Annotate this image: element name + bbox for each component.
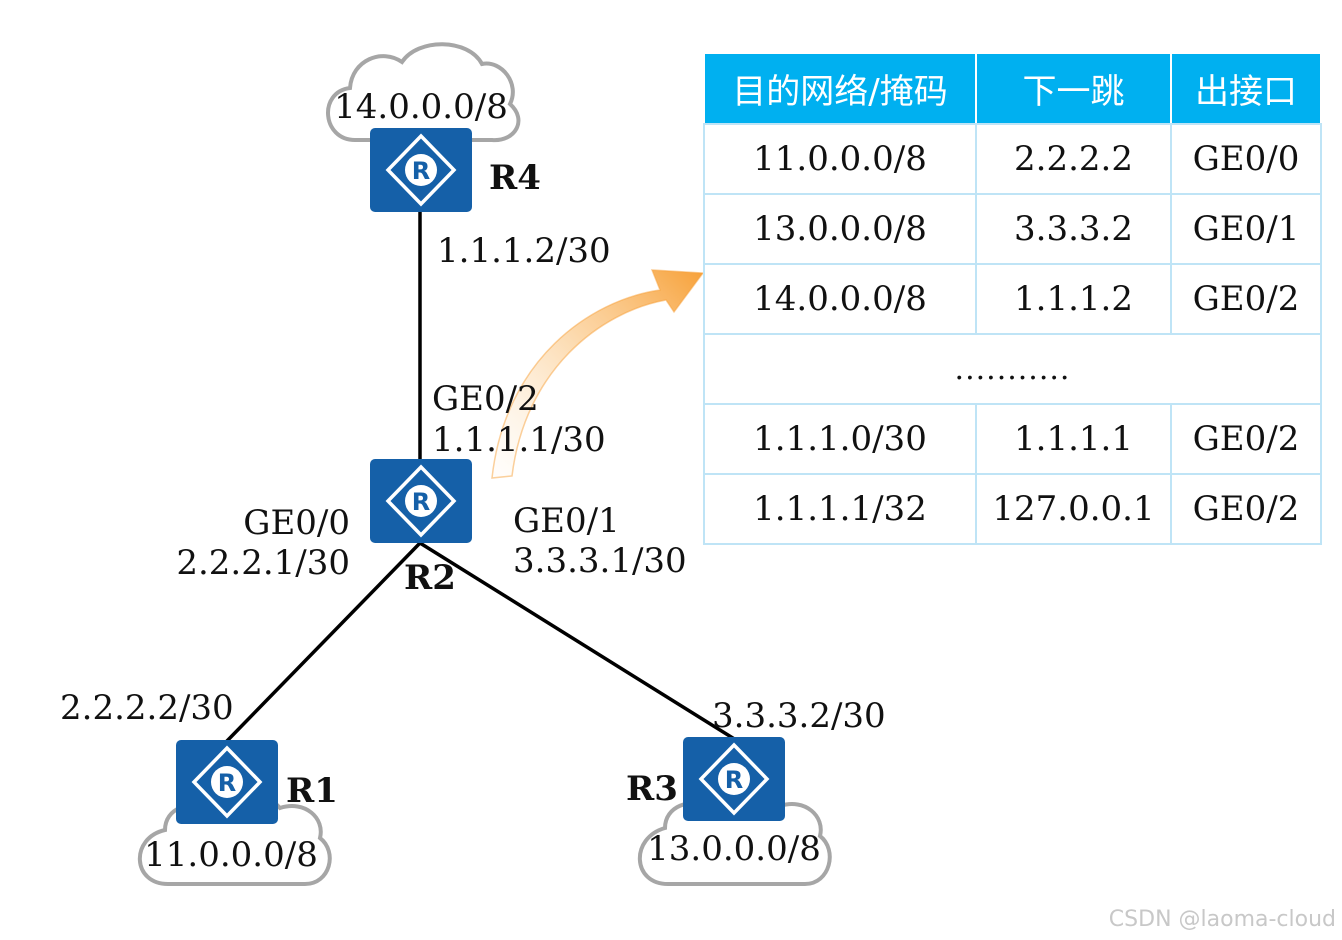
cell-interface: GE0/2 xyxy=(1170,263,1322,335)
link-r2-r1 xyxy=(224,541,422,744)
arrow-icon xyxy=(491,269,705,479)
router-name-r4: R4 xyxy=(489,158,541,198)
cell-next-hop: 2.2.2.2 xyxy=(975,123,1172,195)
cell-destination: 1.1.1.1/32 xyxy=(703,473,977,545)
cell-destination: 1.1.1.0/30 xyxy=(703,403,977,475)
cloud-label-r4: 14.0.0.0/8 xyxy=(334,87,508,127)
table-row: 14.0.0.0/8 1.1.1.2 GE0/2 xyxy=(703,263,1322,335)
r2-ge00-name: GE0/0 xyxy=(243,503,350,543)
router-icon xyxy=(368,126,474,214)
routing-table: 目的网络/掩码 下一跳 出接口 11.0.0.0/8 2.2.2.2 GE0/0… xyxy=(703,52,1322,545)
link-r2-r3 xyxy=(419,541,737,742)
cloud-label-r3: 13.0.0.0/8 xyxy=(647,829,821,869)
r2-ge01-name: GE0/1 xyxy=(513,501,620,541)
router-name-r2: R2 xyxy=(404,558,456,598)
cell-next-hop: 1.1.1.2 xyxy=(975,263,1172,335)
cell-destination: 11.0.0.0/8 xyxy=(703,123,977,195)
cell-interface: GE0/2 xyxy=(1170,473,1322,545)
cell-destination: 13.0.0.0/8 xyxy=(703,193,977,265)
router-icon xyxy=(174,738,280,826)
cell-next-hop: 1.1.1.1 xyxy=(975,403,1172,475)
cloud-label-r1: 11.0.0.0/8 xyxy=(144,835,318,875)
r2-ge02-name: GE0/2 xyxy=(432,379,539,419)
header-next-hop: 下一跳 xyxy=(975,52,1172,125)
cell-interface: GE0/0 xyxy=(1170,123,1322,195)
header-destination: 目的网络/掩码 xyxy=(703,52,977,125)
router-icon xyxy=(368,457,474,545)
table-row: 11.0.0.0/8 2.2.2.2 GE0/0 xyxy=(703,123,1322,195)
ellipsis-cell: ........... xyxy=(703,333,1322,405)
r2-ge01-ip: 3.3.3.1/30 xyxy=(513,541,687,581)
header-out-interface: 出接口 xyxy=(1170,52,1322,125)
cell-interface: GE0/1 xyxy=(1170,193,1322,265)
router-name-r1: R1 xyxy=(286,771,338,811)
table-row: 13.0.0.0/8 3.3.3.2 GE0/1 xyxy=(703,193,1322,265)
r2-ge00-ip: 2.2.2.1/30 xyxy=(176,543,350,583)
router-name-r3: R3 xyxy=(626,769,678,809)
r4-interface-ip: 1.1.1.2/30 xyxy=(437,231,611,271)
cloud-icon xyxy=(326,42,521,143)
table-row: 1.1.1.1/32 127.0.0.1 GE0/2 xyxy=(703,473,1322,545)
r1-interface-ip: 2.2.2.2/30 xyxy=(60,688,234,728)
cell-interface: GE0/2 xyxy=(1170,403,1322,475)
cell-destination: 14.0.0.0/8 xyxy=(703,263,977,335)
watermark: CSDN @laoma-cloud xyxy=(1108,907,1336,932)
table-header-row: 目的网络/掩码 下一跳 出接口 xyxy=(703,52,1322,125)
table-row: 1.1.1.0/30 1.1.1.1 GE0/2 xyxy=(703,403,1322,475)
cell-next-hop: 127.0.0.1 xyxy=(975,473,1172,545)
router-icon xyxy=(681,735,787,823)
table-row-ellipsis: ........... xyxy=(703,333,1322,405)
r2-ge02-ip: 1.1.1.1/30 xyxy=(432,420,606,460)
r3-interface-ip: 3.3.3.2/30 xyxy=(712,696,886,736)
cell-next-hop: 3.3.3.2 xyxy=(975,193,1172,265)
